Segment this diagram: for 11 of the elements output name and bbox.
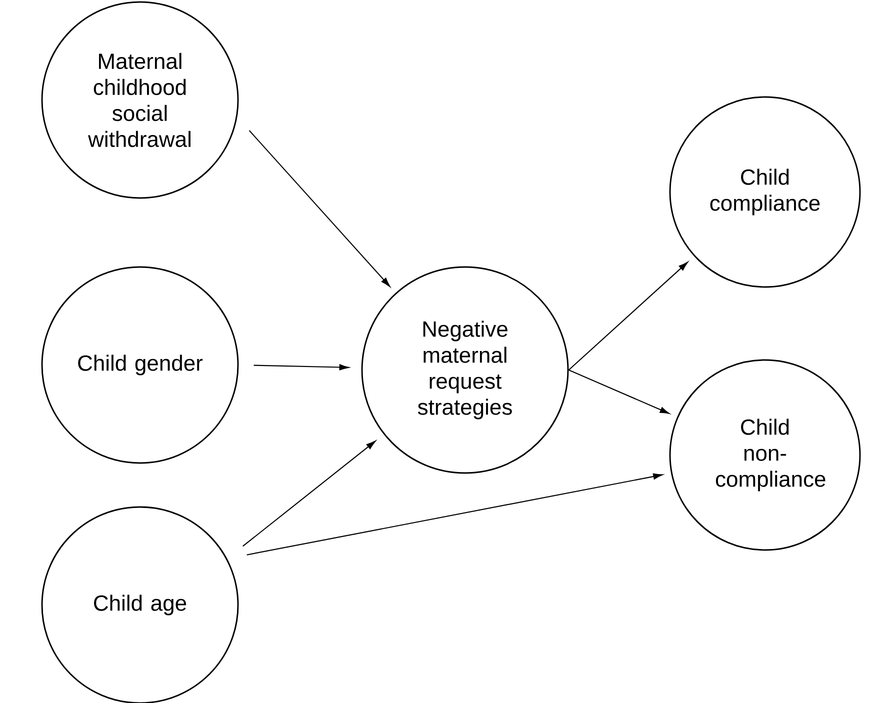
circle-node: Child non-compliance xyxy=(669,359,861,551)
arrow xyxy=(248,130,390,287)
circle-node: Maternal childhood social withdrawal xyxy=(41,1,239,199)
arrow xyxy=(568,262,688,370)
arrow xyxy=(242,440,376,547)
circle-node: Negative maternal request strategies xyxy=(361,266,569,474)
arrow xyxy=(246,473,663,556)
circle-node: Child compliance xyxy=(669,96,861,288)
arrow xyxy=(254,364,349,370)
arrow xyxy=(568,370,670,414)
circle-node: Child gender xyxy=(41,266,239,464)
